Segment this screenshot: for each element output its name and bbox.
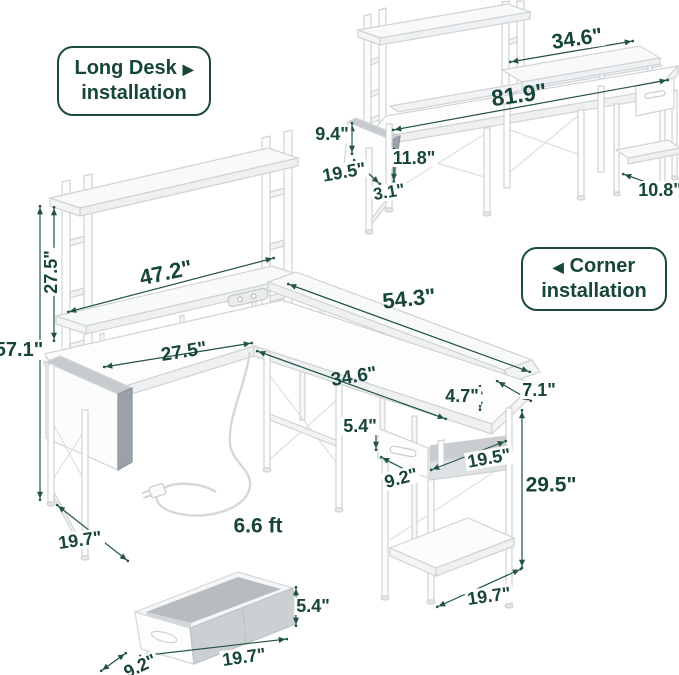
dim-corner-main-desk-width: 54.3"	[381, 283, 437, 314]
long-desk-installation-callout: Long Desk ▶ installation	[57, 46, 211, 116]
dim-corner-desk-height: 29.5"	[523, 473, 579, 497]
power-plug	[141, 483, 167, 499]
dim-long-desk-side-bag-height: 9.4"	[313, 124, 351, 144]
callout-corner-line2: installation	[541, 280, 647, 302]
arrow-right-icon: ▶	[182, 60, 194, 77]
dim-basket-height: 5.4"	[294, 596, 332, 616]
callout-long-desk-line1: Long Desk	[74, 57, 177, 79]
corner-installation-callout: ◀ Corner installation	[521, 247, 667, 311]
corner-desk-drawing	[42, 129, 541, 609]
dim-long-desk-side-shelf-depth: 10.8"	[636, 181, 679, 199]
dim-long-desk-clearance: 11.8"	[390, 148, 438, 168]
dim-corner-end-shelf-depth: 7.1"	[520, 380, 558, 400]
dim-corner-monitor-shelf-height: 4.7"	[443, 386, 481, 406]
dim-power-cord-length: 6.6 ft	[231, 514, 285, 538]
dim-corner-hutch-height: 27.5"	[41, 248, 61, 296]
dim-corner-total-height: 57.1"	[0, 340, 46, 360]
storage-basket-drawing	[133, 571, 297, 665]
callout-long-desk-line2: installation	[81, 82, 187, 104]
arrow-left-icon: ◀	[552, 258, 564, 275]
callout-corner-line1: Corner	[569, 255, 636, 277]
dim-corner-drawer-height: 5.4"	[341, 416, 379, 436]
